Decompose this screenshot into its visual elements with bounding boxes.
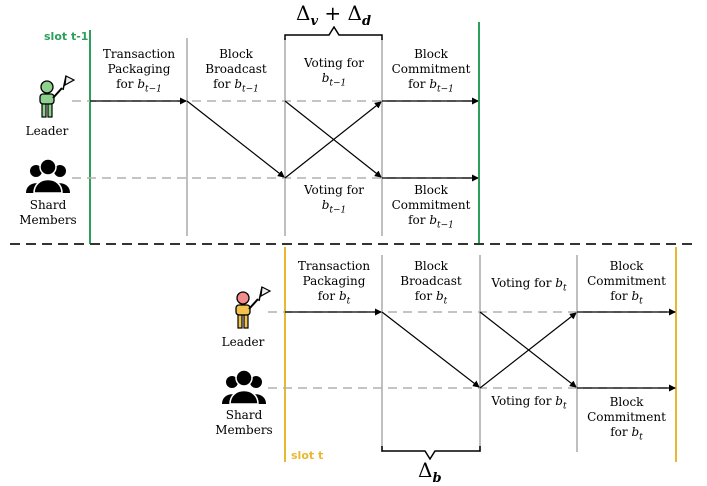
- top-broadcast-arrow: [186, 100, 285, 178]
- top-brace: [284, 25, 383, 40]
- bottom-tx-label: Transaction Packaging for bt: [297, 259, 371, 307]
- bottom-broadcast-label: Block Broadcast for bt: [400, 259, 462, 307]
- members-curr-label-line1: Shard: [225, 408, 263, 422]
- top-vote-down-arrow: [284, 100, 382, 178]
- top-commit-upper-label: Block Commitment for bt−1: [391, 47, 471, 95]
- bottom-brace: [381, 446, 481, 461]
- bottom-commit-lower-label: Block Commitment for bt: [587, 395, 666, 443]
- top-broadcast-label: Block Broadcast for bt−1: [205, 47, 267, 95]
- members-prev-label-line1: Shard: [29, 198, 67, 212]
- leader-curr-label: Leader: [221, 335, 265, 349]
- bottom-vote-lower-label: Voting for bt: [491, 394, 567, 412]
- bottom-vote-down-arrow: [479, 311, 577, 388]
- members-prev-icon: [26, 158, 70, 194]
- top-brace-label: Δv + Δd: [296, 1, 372, 29]
- members-curr-label: Shard Members: [213, 408, 275, 438]
- bottom-broadcast-arrow: [381, 311, 480, 388]
- slot-prev-label: slot t-1: [44, 30, 89, 43]
- top-vote-lower-label: Voting for bt−1: [303, 183, 365, 216]
- members-prev-label: Shard Members: [17, 198, 79, 228]
- top-tx-label: Transaction Packaging for bt−1: [102, 47, 176, 95]
- leader-prev-label: Leader: [25, 124, 69, 138]
- leader-prev-icon: [39, 75, 76, 118]
- bottom-brace-label: Δb: [418, 458, 442, 486]
- leader-curr-icon: [235, 286, 272, 329]
- bottom-commit-upper-label: Block Commitment for bt: [587, 259, 666, 307]
- slot-curr-label: slot t: [291, 449, 324, 462]
- top-vote-upper-label: Voting for bt−1: [303, 56, 365, 89]
- bottom-vote-up-arrow: [479, 312, 577, 389]
- bottom-vote-upper-label: Voting for bt: [491, 276, 567, 294]
- members-curr-label-line2: Members: [215, 423, 273, 437]
- members-prev-label-line2: Members: [19, 213, 77, 227]
- top-commit-lower-label: Block Commitment for bt−1: [391, 183, 471, 231]
- members-curr-icon: [222, 369, 266, 405]
- top-vote-up-arrow: [284, 101, 382, 179]
